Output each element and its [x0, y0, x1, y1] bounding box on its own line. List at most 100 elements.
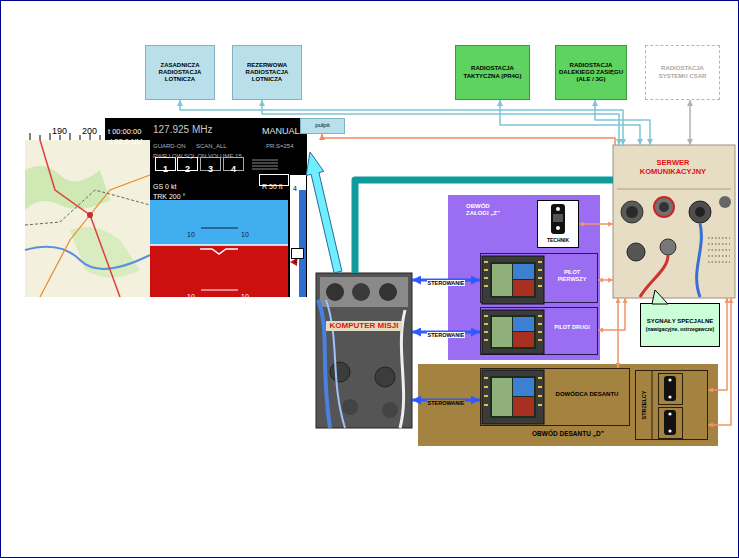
screen-text: 1: [163, 164, 168, 174]
screen-text: 3: [208, 164, 213, 174]
screen-text: 200: [82, 126, 97, 136]
connector: [579, 223, 613, 225]
screen-text: 10: [187, 293, 195, 300]
display-unit: [482, 256, 544, 304]
radio-box: REZERWOWA RADIOSTACJA LOTNICZA: [232, 45, 302, 100]
screen-text: 10: [241, 231, 249, 238]
label-anchor: 10: [187, 285, 195, 303]
edge-label: STEROWANIE: [427, 280, 466, 286]
edge-label: STEROWANIE: [427, 332, 466, 338]
connector: [412, 279, 480, 282]
screen-text: 190: [52, 126, 67, 136]
radio-box: ZASADNICZA RADIOSTACJA LOTNICZA: [145, 45, 215, 100]
screen-text: TRK 200 °: [153, 193, 185, 200]
label-anchor: 10: [187, 223, 195, 241]
connector: [262, 100, 619, 145]
node-label: ZASADNICZA RADIOSTACJA LOTNICZA: [149, 62, 211, 84]
node-label: OBWÓD ZAŁOGI „Z”: [466, 203, 512, 217]
node-label: TECHNIK: [538, 237, 578, 243]
screen-text: t 00:00:00: [108, 127, 141, 136]
screen-capture: [25, 118, 307, 297]
node-label: PILOT DRUGI: [550, 324, 594, 331]
handset-icon: [551, 204, 565, 234]
screen-text: R 50 ft: [262, 183, 283, 190]
label-anchor: 4: [223, 158, 244, 176]
screen-text: GUARD-ON: [153, 143, 186, 149]
connector: [598, 298, 625, 330]
display-unit: [482, 370, 544, 424]
connector: [689, 100, 691, 145]
label-anchor: 4: [293, 177, 297, 195]
label-anchor: STEROWANIE: [427, 391, 466, 409]
node-label: SYGNAŁY SPECJALNE: [647, 318, 714, 325]
label-anchor: 10: [241, 223, 249, 241]
connector: [598, 279, 613, 281]
node-label: pulpit: [315, 122, 329, 129]
server-unit: SERWER KOMUNIKACYJNY: [613, 145, 735, 298]
console-box: pulpit: [300, 118, 345, 134]
label-anchor: STEROWANIE: [427, 271, 466, 289]
screen-text: d 32,0 NM: [108, 137, 143, 146]
radio-box: RADIOSTACJA SYSTEMU CSAR: [645, 45, 720, 100]
screen-text: 10: [241, 293, 249, 300]
node-label: OBWÓD DESANTU „D”: [488, 430, 648, 438]
label-anchor: 200: [82, 120, 97, 138]
radio-box: RADIOSTACJA TAKTYCZNA (PR4G): [455, 45, 530, 100]
label-anchor: GS 0 kt: [153, 175, 176, 193]
node-label: SERWER KOMUNIKACYJNY: [635, 158, 711, 176]
connector: [500, 100, 640, 145]
commander-station: DOWÓDCA DESANTU: [480, 368, 630, 426]
crew-region: OBWÓD ZAŁOGI „Z” TECHNIK PILOT PIERWSZY PIL…: [448, 195, 600, 360]
callout-box: SYGNAŁY SPECJALNE(nawigacyjne, ostrzegaw…: [640, 303, 720, 347]
screen-text: GS 0 kt: [153, 183, 176, 190]
connector: [595, 100, 650, 145]
label-anchor: 3: [200, 158, 221, 176]
radio-box: RADIOSTACJA DALEKIEGO ZASIĘGU (ALE / 3G): [555, 45, 627, 100]
screen-text: MANUAL: [262, 126, 300, 136]
node-label: STRZELCY: [636, 372, 652, 438]
node-label: RADIOSTACJA SYSTEMU CSAR: [649, 65, 716, 79]
node-label: RADIOSTACJA TAKTYCZNA (PR4G): [459, 65, 526, 79]
connector: [322, 134, 615, 145]
display-unit: [482, 310, 544, 354]
divider-line: [652, 370, 653, 440]
label-anchor: MANUAL: [262, 120, 300, 138]
node-label: PILOT PIERWSZY: [550, 269, 594, 282]
label-anchor: 190: [52, 120, 67, 138]
gunner-station: STRZELCY: [635, 370, 708, 440]
screen-text: PR:S=254: [266, 143, 294, 149]
crew-station: PILOT DRUGI: [480, 307, 598, 355]
label-anchor: GUARD-ON: [153, 134, 186, 152]
label-anchor: t 00:00:00: [108, 120, 141, 138]
label-anchor: 2: [177, 158, 198, 176]
label-anchor: STEROWANIE: [427, 323, 466, 341]
screen-text: 2: [185, 164, 190, 174]
handset-icon: [659, 374, 683, 439]
crew-station: PILOT PIERWSZY: [480, 253, 598, 303]
handset-box: TECHNIK: [537, 200, 579, 248]
label-anchor: PR:S=254: [266, 134, 294, 152]
node-label: (nawigacyjne, ostrzegawcze): [646, 326, 714, 332]
screen-text: 2: [294, 257, 298, 264]
node-label: DOWÓDCA DESANTU: [547, 391, 627, 398]
connector: [708, 298, 731, 425]
label-anchor: SCAN_ALL: [196, 134, 227, 152]
server-photo: [613, 145, 735, 298]
screen-text: 4: [293, 185, 297, 192]
screen-text: 127.925 MHz: [153, 124, 212, 135]
label-anchor: R 50 ft: [262, 175, 283, 193]
connector: [617, 298, 619, 368]
screen-text: 4: [231, 164, 236, 174]
screen-text: 10: [187, 231, 195, 238]
computer-unit: KOMPUTER MISJI: [316, 273, 412, 428]
pointer-arrow: [306, 152, 342, 273]
callout-pointer: [652, 290, 668, 304]
edge-label: STEROWANIE: [427, 400, 466, 406]
node-label: REZERWOWA RADIOSTACJA LOTNICZA: [236, 62, 298, 84]
connector: [180, 100, 623, 145]
node-label: KOMPUTER MISJI: [326, 321, 402, 331]
label-anchor: 10: [241, 285, 249, 303]
